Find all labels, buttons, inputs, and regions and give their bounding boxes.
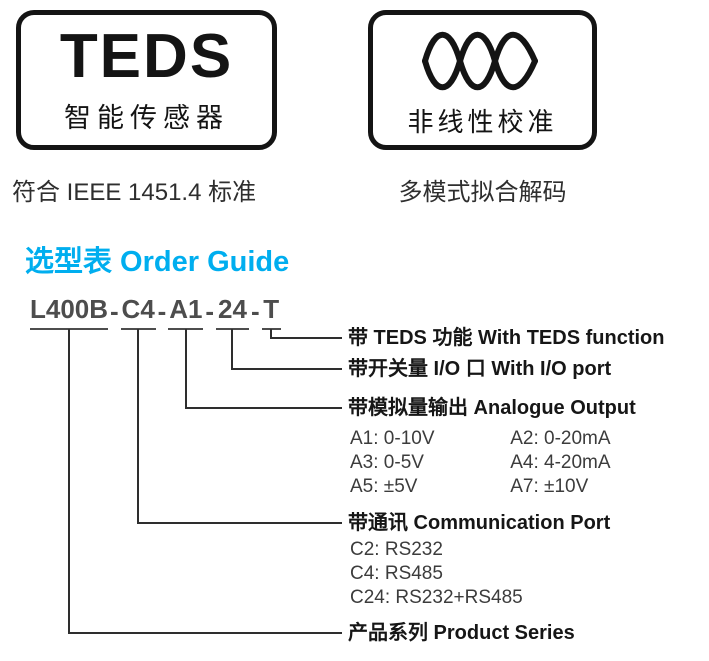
model-code-segment-comm: C4: [120, 294, 156, 330]
model-code-segment-teds: T: [261, 294, 281, 330]
model-code-separator: -: [205, 296, 215, 326]
teds-badge-subtitle: 智能传感器: [64, 102, 229, 133]
label-communication: 带通讯 Communication Port: [348, 512, 611, 534]
analogue-option-row: A5: ±5V A7: ±10V: [350, 475, 611, 499]
teds-badge-title: TEDS: [59, 21, 234, 91]
teds-caption: 符合 IEEE 1451.4 标准: [12, 179, 257, 206]
sine-waves-icon: [419, 22, 547, 100]
connector-analogue: [185, 329, 342, 409]
connector-teds: [270, 329, 342, 339]
label-product-series: 产品系列 Product Series: [348, 622, 575, 644]
comm-option: C2: RS232: [350, 539, 443, 560]
analogue-option-row: A1: 0-10V A2: 0-20mA: [350, 427, 611, 451]
model-code-separator: -: [110, 296, 119, 326]
analogue-option: A7: ±10V: [510, 476, 589, 497]
nonlinear-badge: 非线性校准: [368, 10, 597, 150]
model-code-segment-analogue: A1: [168, 294, 204, 330]
comm-options-list: C2: RS232 C4: RS485 C24: RS232+RS485: [350, 538, 523, 610]
model-code-segment-io: 24: [216, 294, 250, 330]
analogue-option: A5: ±5V: [350, 476, 418, 497]
comm-option: C4: RS485: [350, 563, 443, 584]
analogue-option: A1: 0-10V: [350, 428, 435, 449]
label-teds-function: 带 TEDS 功能 With TEDS function: [348, 327, 665, 349]
model-code-segment-series: L400B: [30, 294, 108, 330]
label-io-port: 带开关量 I/O 口 With I/O port: [348, 358, 612, 380]
connector-series: [68, 329, 342, 634]
comm-option: C24: RS232+RS485: [350, 587, 523, 608]
analogue-option: A2: 0-20mA: [510, 428, 611, 449]
analogue-option: A4: 4-20mA: [510, 452, 611, 473]
analogue-options-list: A1: 0-10V A2: 0-20mA A3: 0-5V A4: 4-20mA…: [350, 427, 611, 499]
model-code-separator: -: [251, 296, 260, 326]
connector-comm: [137, 329, 342, 524]
connector-io: [231, 329, 342, 370]
analogue-option-row: A3: 0-5V A4: 4-20mA: [350, 451, 611, 475]
analogue-option: A3: 0-5V: [350, 452, 424, 473]
model-code-separator: -: [157, 296, 167, 326]
teds-badge: TEDS 智能传感器: [16, 10, 277, 150]
nonlinear-badge-subtitle: 非线性校准: [407, 106, 558, 137]
label-analogue-output: 带模拟量输出 Analogue Output: [348, 397, 636, 419]
model-code: L400B - C4 - A1 - 24 - T: [30, 294, 281, 330]
section-title: 选型表 Order Guide: [25, 246, 290, 278]
nonlinear-caption: 多模式拟合解码: [398, 179, 567, 206]
